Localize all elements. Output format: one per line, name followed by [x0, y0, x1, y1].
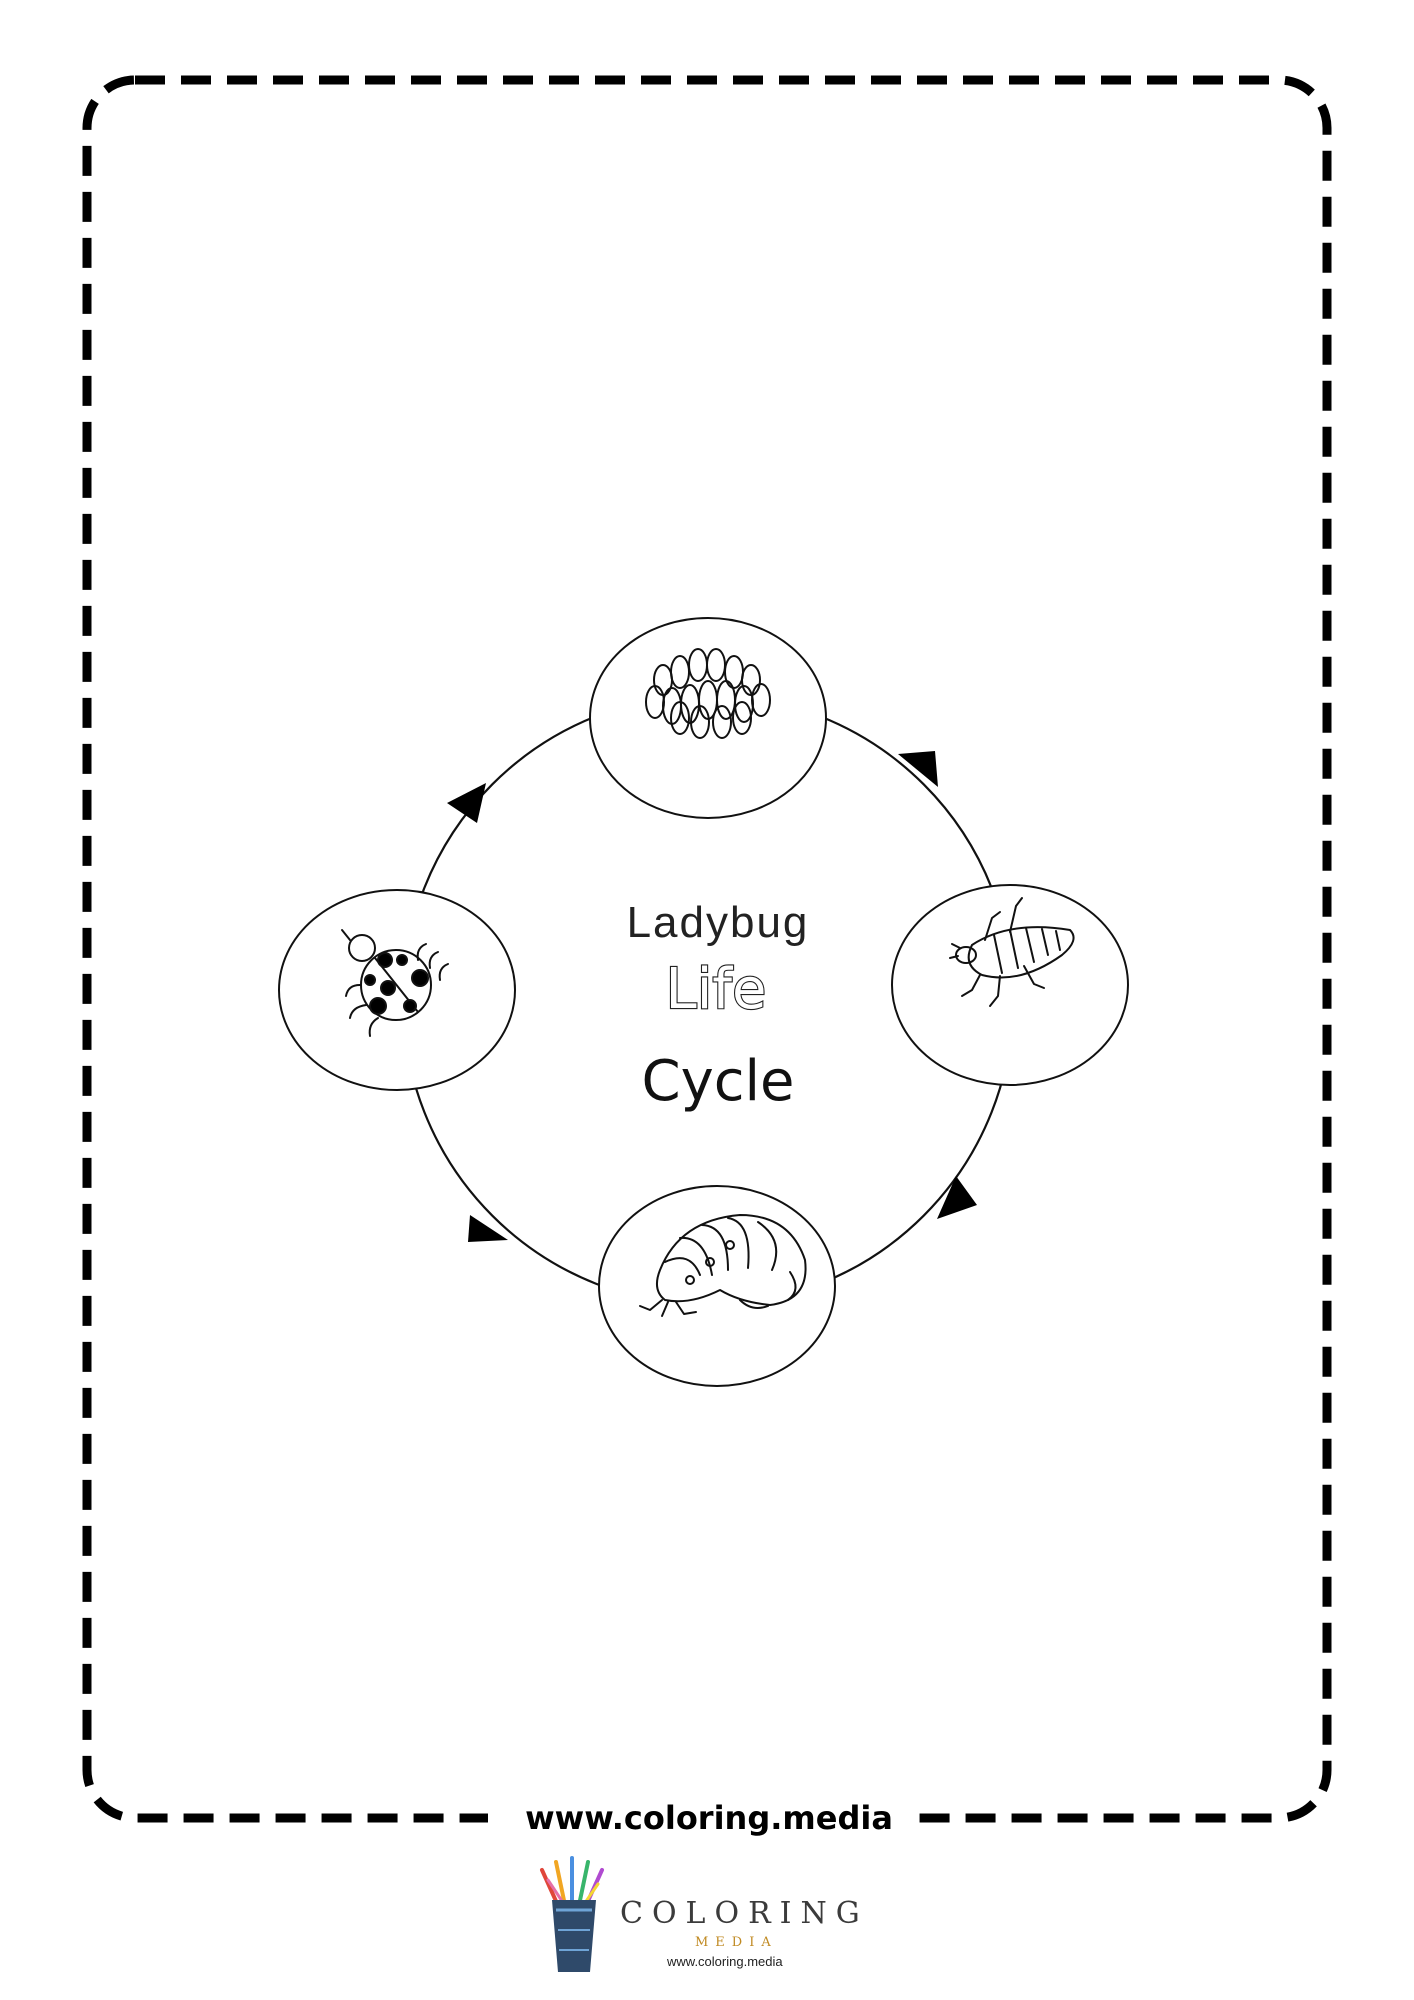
stage-pupa: [598, 1185, 836, 1387]
larva-icon: [949, 897, 1075, 1007]
stage-larva: [891, 884, 1129, 1086]
diagram-title-ladybug: Ladybug: [627, 898, 810, 947]
brand-subtitle: MEDIA: [695, 1935, 778, 1950]
diagram-title-cycle: Cycle: [641, 1049, 794, 1114]
footer-url-gap: [488, 1800, 918, 1836]
arrow-adult-to-eggs: [447, 783, 486, 823]
stage-adult: [278, 889, 516, 1091]
pencil-cup-icon: [540, 1856, 604, 1972]
brand-url[interactable]: www.coloring.media: [666, 1954, 783, 1969]
diagram-title-life: Life: [666, 957, 767, 1022]
eggs-icon: [645, 648, 771, 739]
brand-name: COLORING: [620, 1896, 869, 1931]
brand-logo[interactable]: COLORING MEDIA www.coloring.media: [540, 1856, 869, 1972]
footer-url[interactable]: www.coloring.media: [525, 1799, 893, 1837]
arrow-eggs-to-larva: [898, 751, 938, 787]
pupa-icon: [639, 1214, 807, 1317]
arrow-larva-to-pupa: [937, 1176, 977, 1219]
ladybug-icon: [341, 929, 449, 1037]
stage-eggs: [589, 617, 827, 819]
arrow-pupa-to-adult: [468, 1215, 508, 1242]
dashed-border: [82, 75, 1332, 1823]
